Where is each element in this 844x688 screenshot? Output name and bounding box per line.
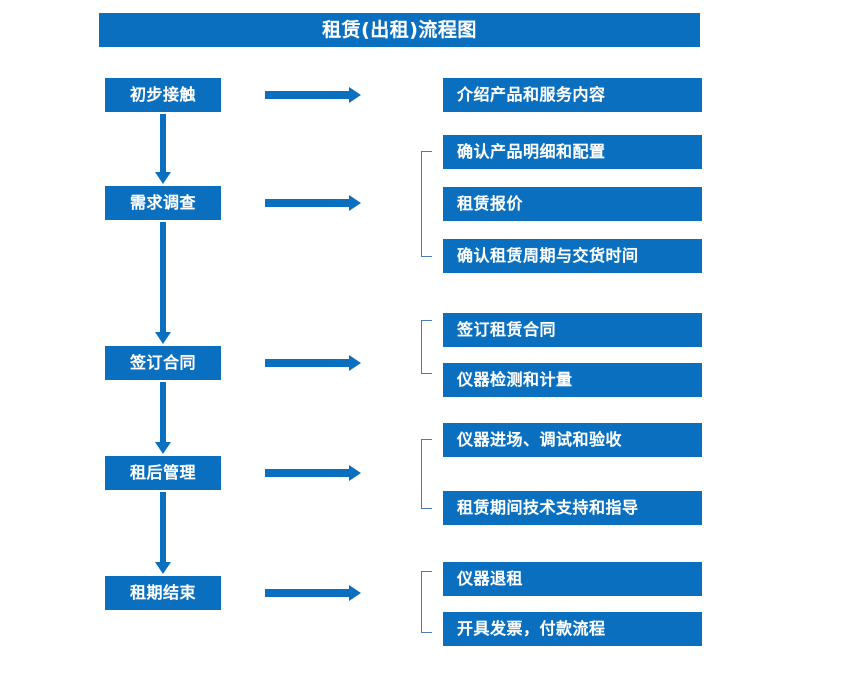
stage-box-签订合同[interactable]: 签订合同 [105, 346, 221, 380]
detail-box-租赁报价[interactable]: 租赁报价 [443, 187, 702, 221]
arrow-right-icon [265, 584, 361, 602]
page-title: 租赁(出租)流程图 [99, 13, 700, 47]
stage-box-需求调查[interactable]: 需求调查 [105, 186, 221, 220]
arrow-right-icon [265, 86, 361, 104]
group-bracket-icon [421, 571, 432, 633]
arrow-down-icon [154, 114, 172, 184]
arrow-right-icon [265, 194, 361, 212]
detail-box-仪器检测和计量[interactable]: 仪器检测和计量 [443, 363, 702, 397]
group-bracket-icon [421, 151, 432, 257]
arrow-down-icon [154, 382, 172, 454]
detail-box-确认产品明细和配置[interactable]: 确认产品明细和配置 [443, 135, 702, 169]
detail-box-开具发票付款流程[interactable]: 开具发票，付款流程 [443, 612, 702, 646]
stage-box-初步接触[interactable]: 初步接触 [105, 78, 221, 112]
detail-box-租赁期间技术支持和指导[interactable]: 租赁期间技术支持和指导 [443, 491, 702, 525]
stage-box-租期结束[interactable]: 租期结束 [105, 576, 221, 610]
arrow-right-icon [265, 464, 361, 482]
arrow-down-icon [154, 492, 172, 574]
stage-box-租后管理[interactable]: 租后管理 [105, 456, 221, 490]
detail-box-确认租赁周期与交货时间[interactable]: 确认租赁周期与交货时间 [443, 239, 702, 273]
arrow-down-icon [154, 222, 172, 344]
group-bracket-icon [421, 439, 432, 509]
detail-box-签订租赁合同[interactable]: 签订租赁合同 [443, 313, 702, 347]
detail-box-仪器进场调试和验收[interactable]: 仪器进场、调试和验收 [443, 423, 702, 457]
group-bracket-icon [421, 320, 432, 374]
detail-box-介绍产品和服务内容[interactable]: 介绍产品和服务内容 [443, 78, 702, 112]
detail-box-仪器退租[interactable]: 仪器退租 [443, 562, 702, 596]
arrow-right-icon [265, 354, 361, 372]
